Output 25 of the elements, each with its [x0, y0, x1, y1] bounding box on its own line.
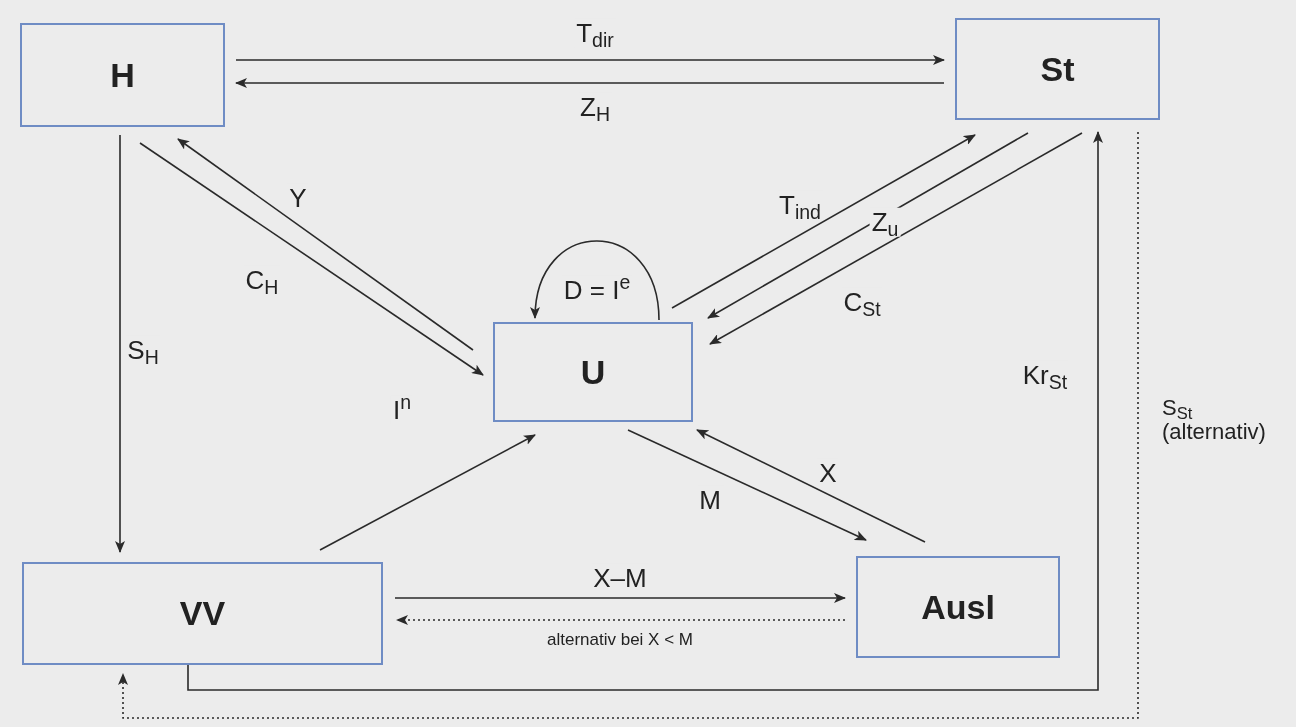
arrow — [396, 615, 846, 625]
sector-box — [493, 322, 693, 422]
arrow — [627, 429, 867, 541]
edge-label: Z$_{u}$ — [869, 207, 901, 237]
arrow — [177, 138, 474, 351]
arrow — [139, 142, 484, 376]
arrow — [235, 78, 945, 88]
arrow — [671, 134, 976, 309]
arrow — [696, 429, 926, 543]
sector-box — [955, 18, 1160, 120]
sector-box — [20, 23, 225, 127]
arrow — [394, 593, 846, 603]
arrow — [707, 132, 1029, 319]
sector-name: H — [110, 54, 135, 96]
sector-name: St — [1040, 48, 1075, 90]
sector-name: Ausl — [921, 586, 995, 628]
sector-name: U — [580, 351, 606, 393]
sector-box — [22, 562, 383, 665]
arrow — [531, 240, 660, 321]
arrow — [115, 134, 125, 553]
sector-name: VV — [179, 593, 226, 634]
arrow — [235, 55, 945, 65]
arrow — [709, 132, 1083, 345]
arrow — [319, 434, 536, 551]
sector-box — [856, 556, 1060, 658]
